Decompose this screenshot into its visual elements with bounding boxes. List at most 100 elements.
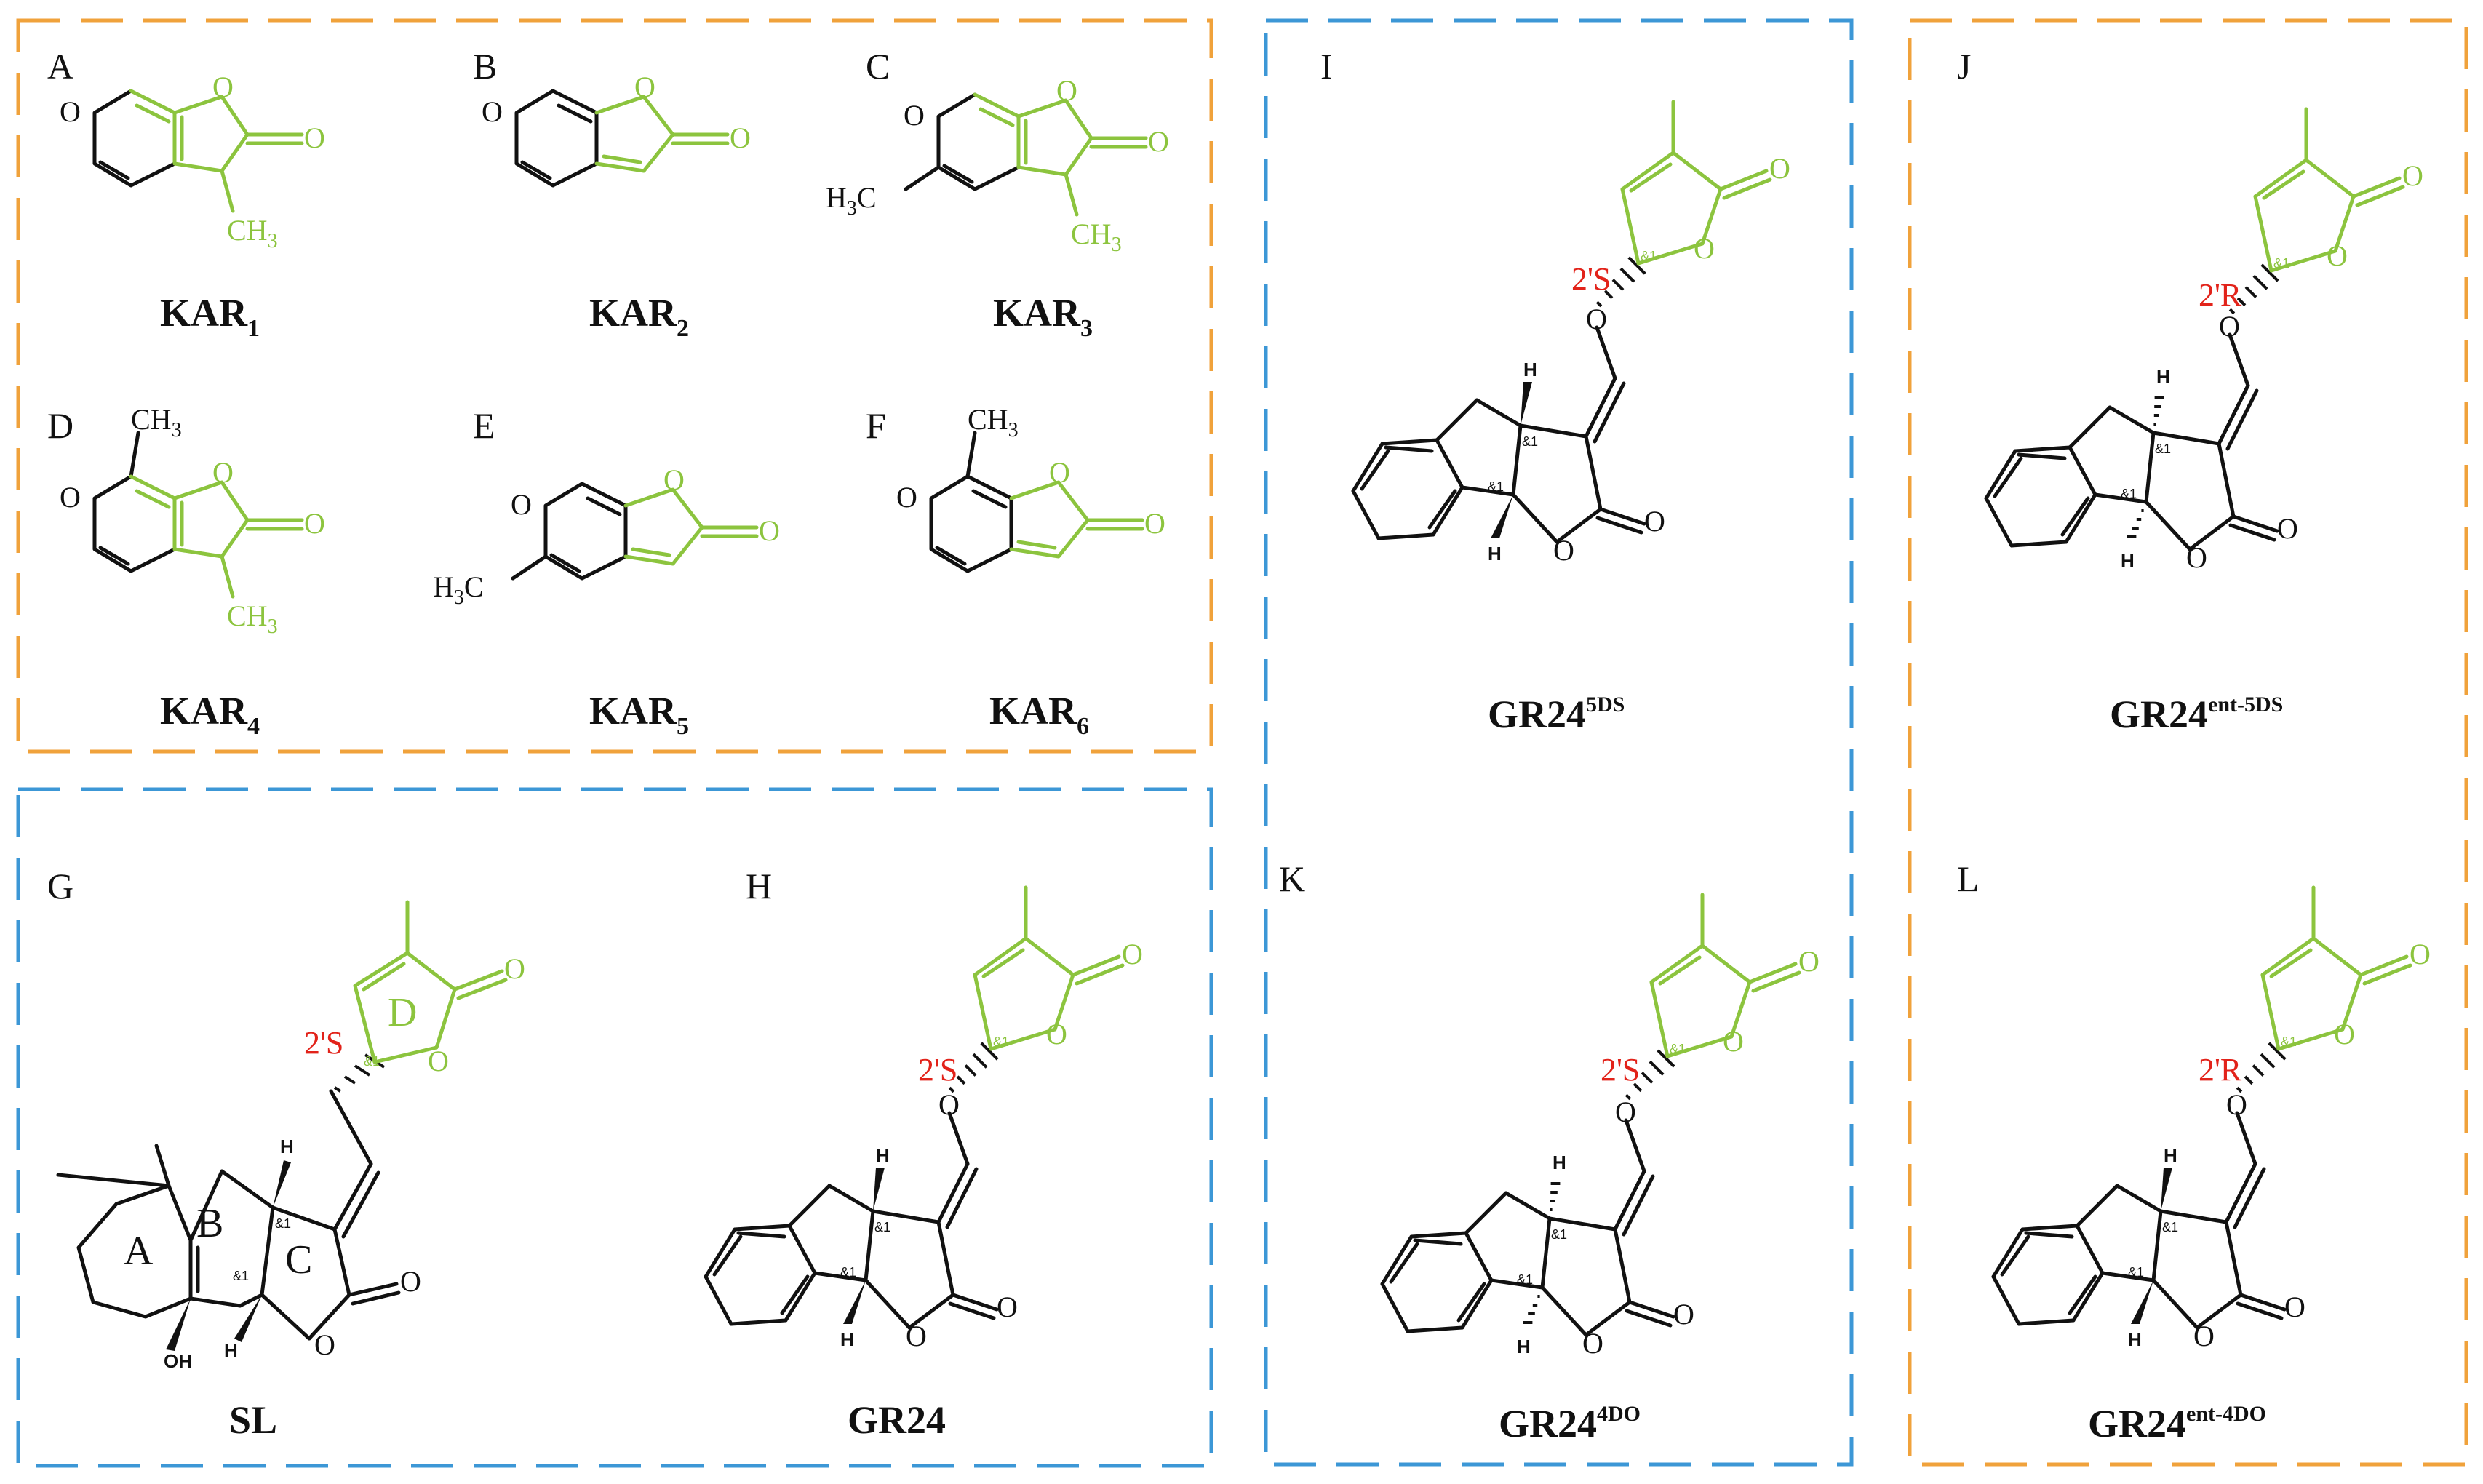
- h-atom: H: [2128, 1328, 2142, 1350]
- wedge-bond: [2161, 1168, 2172, 1211]
- benzene-bond: [1991, 1274, 2021, 1326]
- butenolide-oxygen: O: [2327, 239, 2348, 272]
- kar3-name: KAR3: [993, 291, 1093, 342]
- svg-text:&1: &1: [275, 1216, 291, 1231]
- svg-text:CH3: CH3: [227, 599, 278, 638]
- benzene-bond: [1351, 489, 1381, 540]
- panel-label-j: J: [1957, 46, 1971, 87]
- kar5-structure: O O O H3C: [433, 463, 780, 609]
- svg-text:O: O: [1144, 507, 1165, 540]
- benzene-bond: [2020, 1224, 2079, 1232]
- svg-text:O: O: [504, 952, 525, 985]
- benzene-bond: [2075, 1224, 2105, 1275]
- benzene-bond: [1380, 438, 1439, 446]
- svg-text:O: O: [314, 1328, 335, 1361]
- benzene-bond: [704, 1274, 733, 1326]
- stereo-mark: &1: [1670, 1042, 1686, 1056]
- hash-bond: [1611, 279, 1625, 291]
- hash-bond: [980, 1042, 999, 1061]
- butenolide-bond: [1636, 242, 1705, 266]
- benzene-bond: [1991, 1227, 2025, 1279]
- panel-label-i: I: [1320, 46, 1333, 87]
- panel-label-a: A: [47, 46, 73, 87]
- hash-bond: [2228, 308, 2236, 315]
- ether-oxygen: O: [938, 1088, 960, 1121]
- carbonyl-oxygen: O: [2277, 512, 2298, 545]
- benzene-bond: [2064, 492, 2097, 544]
- hash-bond: [1657, 1049, 1675, 1068]
- stereo-mark: &1: [2281, 1034, 2297, 1049]
- stereo-mark: &1: [2121, 487, 2137, 501]
- kar5-name: KAR5: [589, 689, 689, 740]
- butenolide-carbonyl: O: [2410, 938, 2431, 970]
- svg-text:H3C: H3C: [826, 181, 877, 220]
- svg-text:O: O: [428, 1045, 449, 1077]
- sl-name: SL: [229, 1398, 277, 1442]
- hash-bond: [2252, 1064, 2265, 1077]
- svg-text:H: H: [280, 1136, 294, 1157]
- gr24-ent-5ds-name: GR24ent-5DS: [2110, 693, 2283, 736]
- ether-oxygen: O: [1586, 303, 1607, 335]
- benzene-bond: [1351, 442, 1384, 493]
- butenolide-oxygen: O: [1694, 232, 1715, 265]
- svg-text:CH3: CH3: [227, 214, 278, 252]
- butenolide-bond: [2253, 158, 2308, 199]
- stereo-mark: &1: [1641, 249, 1657, 263]
- stereo-mark: &1: [2273, 256, 2289, 271]
- svg-text:O: O: [904, 99, 925, 132]
- gr24-ent-box: [1908, 18, 2468, 1467]
- panel-label-k: K: [1279, 858, 1305, 899]
- benzene-bond: [1406, 1325, 1464, 1333]
- methyl-label: CH: [227, 214, 268, 247]
- svg-text:C: C: [285, 1237, 312, 1282]
- carbonyl-oxygen: O: [1644, 505, 1665, 538]
- svg-text:&1: &1: [364, 1054, 380, 1069]
- hash-bond: [972, 1053, 988, 1069]
- kar6-structure: O O O CH3: [896, 403, 1165, 573]
- benzene-bond: [729, 1318, 788, 1326]
- svg-text:O: O: [511, 488, 532, 521]
- benzene-bond: [2013, 445, 2072, 453]
- butenolide-bond: [1665, 1034, 1734, 1058]
- svg-text:O: O: [212, 456, 234, 489]
- butenolide-oxygen: O: [2334, 1018, 2355, 1050]
- lactone-oxygen: O: [212, 71, 234, 103]
- svg-text:&1: &1: [233, 1269, 249, 1283]
- kar3-structure: O O O CH3 H3C: [826, 74, 1169, 256]
- panel-label-h: H: [746, 866, 772, 906]
- pyran-oxygen: O: [60, 95, 81, 128]
- butenolide-bond: [1729, 980, 1752, 1039]
- benzene-bond: [2068, 445, 2097, 497]
- sl-butenolide: D O O &1: [353, 900, 525, 1077]
- h-atom: H: [1523, 359, 1537, 380]
- butenolide-bond: [973, 973, 993, 1051]
- svg-text:O: O: [60, 481, 81, 514]
- hash-bond: [2236, 297, 2247, 307]
- h-atom: H: [1488, 543, 1502, 565]
- butenolide-bond: [2340, 973, 2363, 1032]
- hash-bond: [964, 1064, 977, 1077]
- hash-bond: [948, 1086, 955, 1093]
- svg-text:O: O: [663, 463, 685, 496]
- gr24-ent-4do-stereo-label: 2'R: [2199, 1052, 2242, 1088]
- ether-oxygen: O: [2219, 310, 2240, 343]
- wedge-bond: [1491, 495, 1513, 538]
- wedge-bond: [873, 1168, 885, 1211]
- butenolide-bond: [2311, 936, 2363, 977]
- butenolide-bond: [1700, 187, 1723, 246]
- butenolide-bond: [1649, 944, 1705, 984]
- hash-bond: [1649, 1060, 1665, 1076]
- butenolide-carbonyl: O: [2402, 159, 2423, 192]
- stereo-mark: &1: [2155, 442, 2171, 456]
- hash-bond: [956, 1075, 966, 1085]
- svg-text:D: D: [388, 990, 417, 1035]
- svg-text:O: O: [1056, 74, 1077, 107]
- svg-text:H3C: H3C: [433, 570, 484, 609]
- lactone-oxygen: O: [1582, 1327, 1603, 1360]
- karrikin-box: [16, 18, 1213, 754]
- benzene-bond: [1409, 1231, 1468, 1239]
- benzene-bond: [1435, 438, 1464, 490]
- svg-text:O: O: [896, 481, 917, 514]
